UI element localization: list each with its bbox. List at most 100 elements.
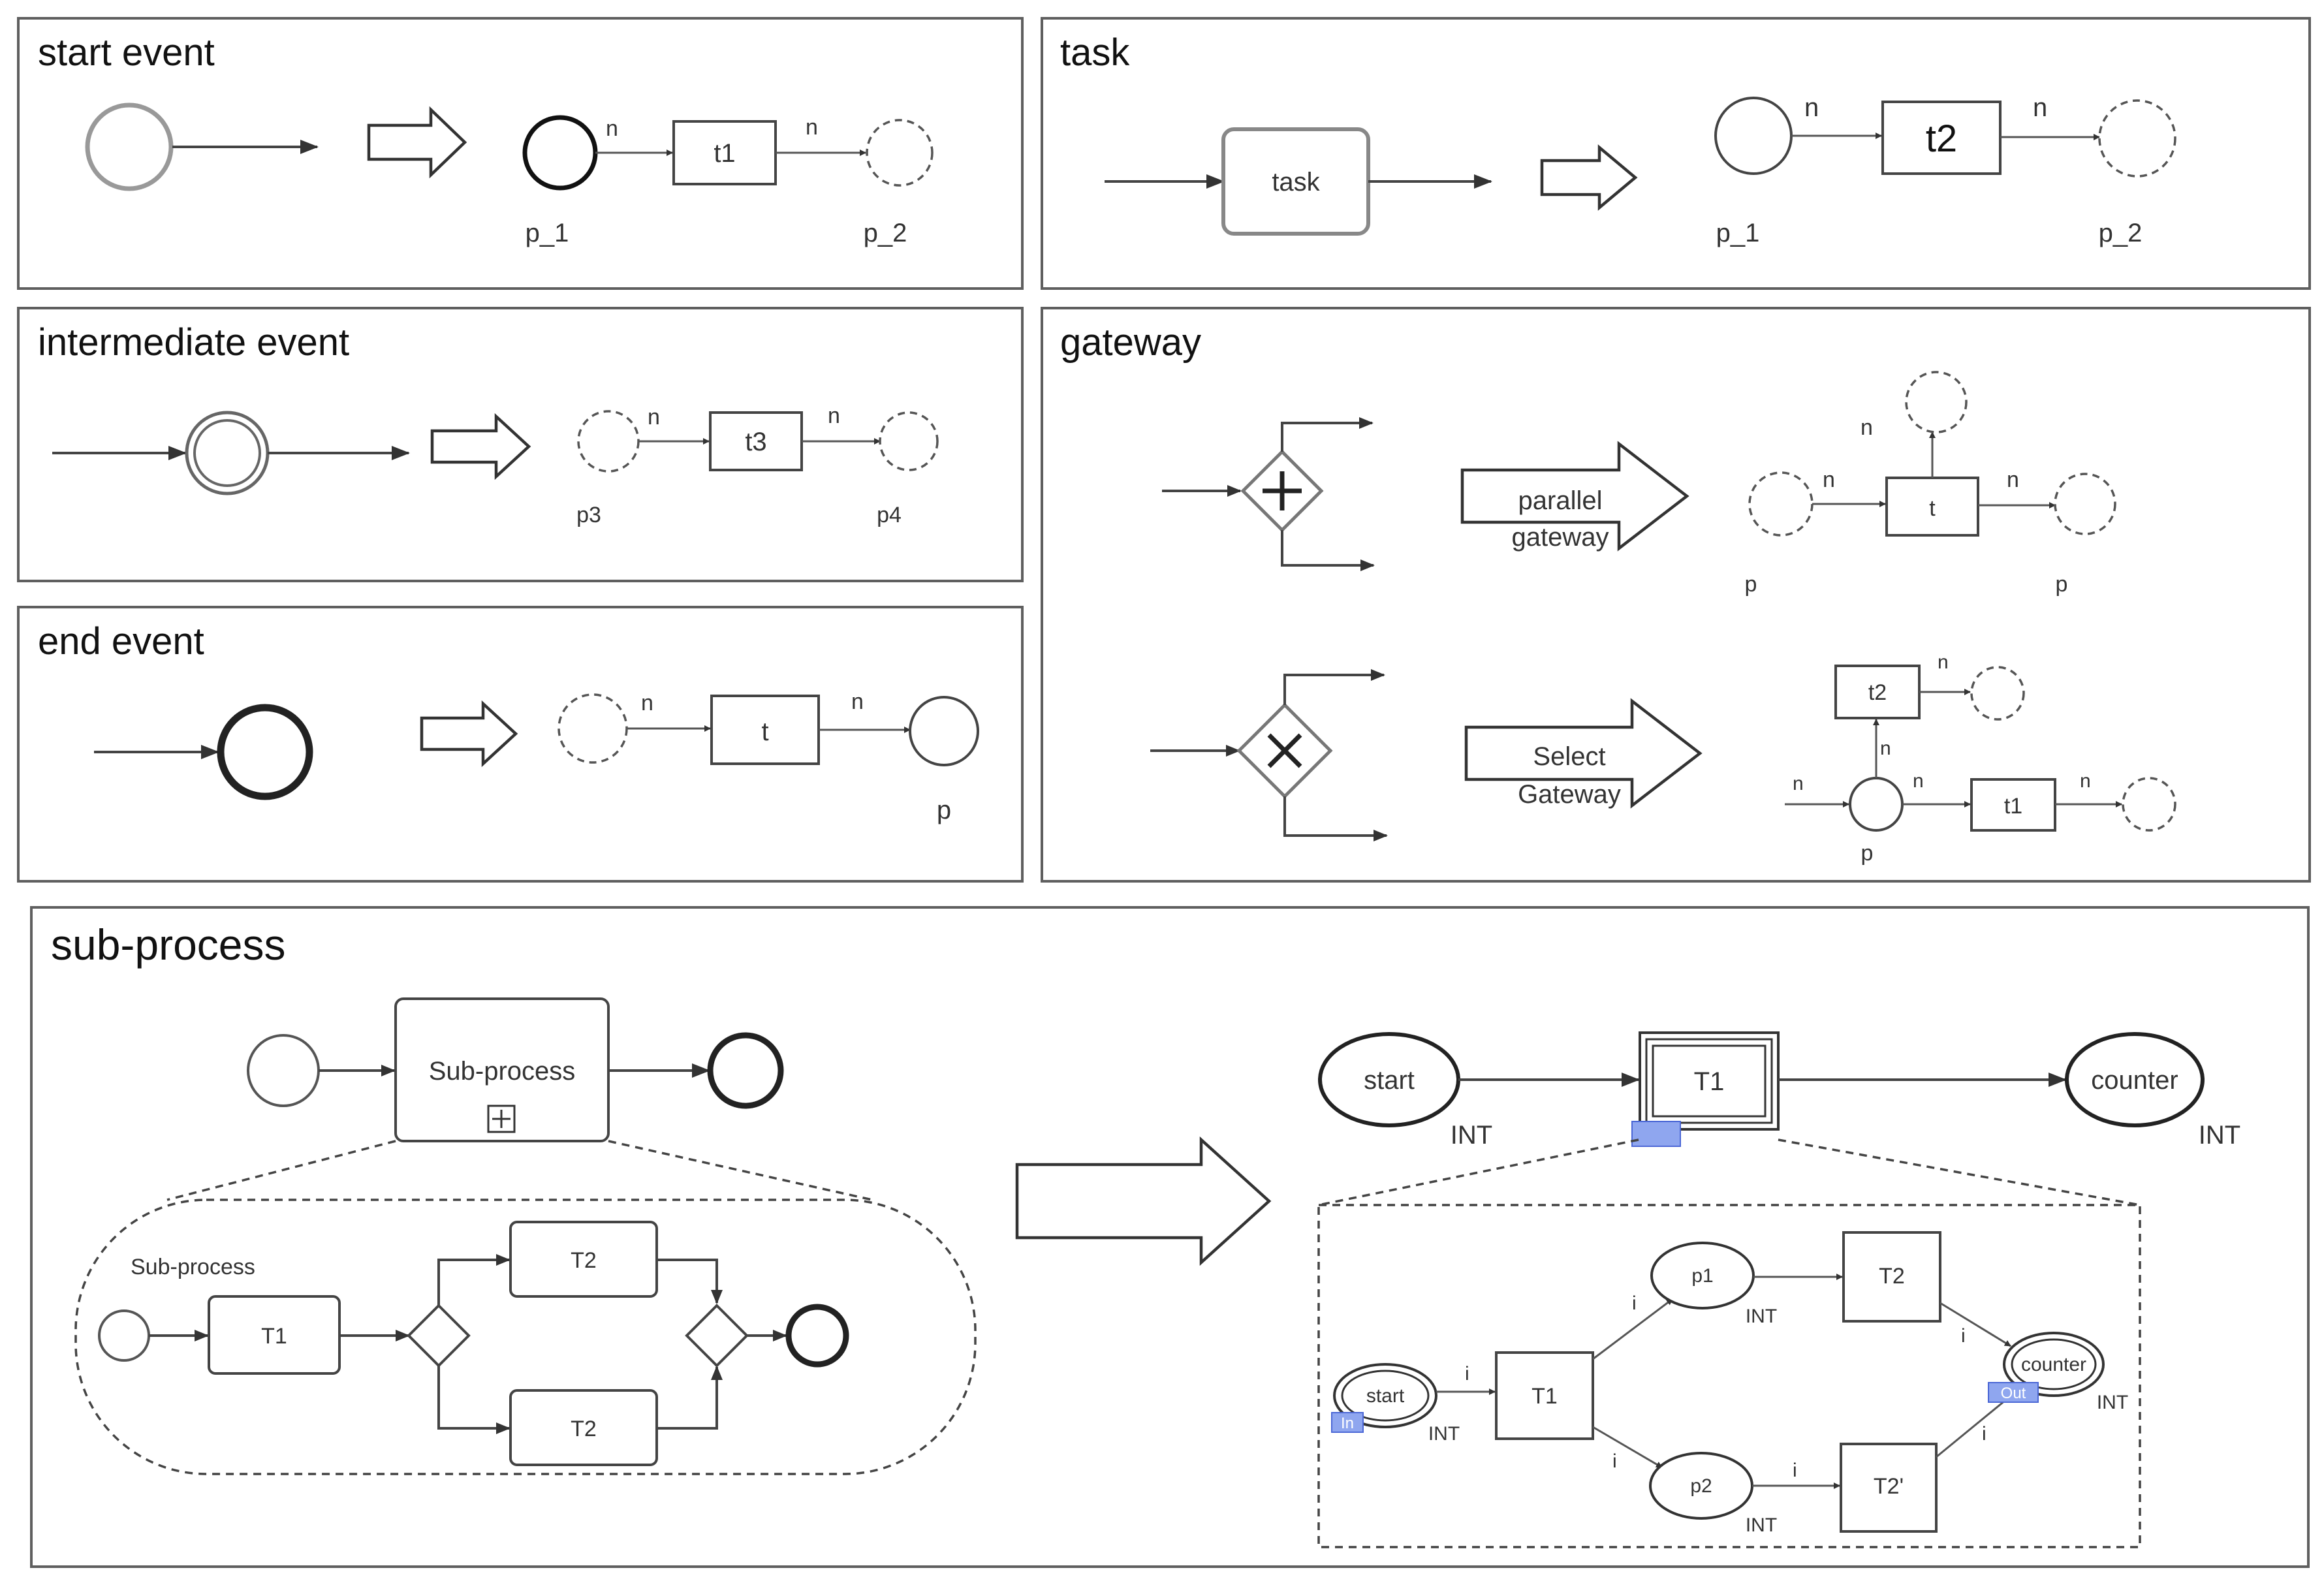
place-p1 (1714, 97, 1793, 175)
panel-gateway: gateway parallel gateway n t n n p p (1041, 307, 2311, 883)
cpn-transition-label: T1 (1694, 1067, 1725, 1096)
place-p1 (522, 115, 598, 191)
bpmn-start-event (98, 1309, 150, 1362)
arc-label: i (1961, 1325, 1966, 1347)
panel-sub-process: sub-process Sub-process Sub-process T1 T… (30, 906, 2310, 1568)
plus-icon (1263, 471, 1302, 510)
place-dashed (1970, 666, 2025, 721)
expanded-subprocess-label: Sub-process (131, 1255, 255, 1279)
cpn-place-counter (2065, 1032, 2205, 1127)
panel-task: task task n t2 n p_1 p_2 (1041, 17, 2311, 290)
place-p3 (577, 410, 640, 473)
transition-label: t1 (2004, 794, 2022, 819)
panel-title: end event (38, 620, 204, 663)
transform-arrow (1540, 144, 1638, 211)
cpn-place-label: counter (2091, 1066, 2178, 1095)
task-label: T2 (571, 1417, 597, 1441)
arc-label: i (1982, 1423, 1986, 1445)
place-p2 (2098, 99, 2176, 178)
arc-label: n (1793, 773, 1804, 794)
place-label: p_1 (526, 219, 569, 247)
place-label: p3 (576, 503, 601, 527)
transition-t1 (1970, 778, 2056, 832)
sequence-flow (1281, 530, 1375, 571)
arc-label: n (641, 691, 653, 715)
place-label: p4 (877, 503, 902, 527)
cpn-substitution-inner2 (1652, 1044, 1767, 1118)
cpn-place-start (1333, 1363, 1437, 1428)
task-label: T1 (261, 1324, 287, 1349)
cpn-type-label: INT (2097, 1392, 2128, 1413)
arc-label: n (1804, 93, 1819, 122)
sequence-flow (1283, 669, 1385, 705)
select-gateway-group: Select Gateway t2 n n n n t1 n p (1150, 651, 2176, 866)
cpn-substitution-inner (1645, 1038, 1773, 1124)
place-p (909, 696, 979, 766)
cpn-place-start-inner (1341, 1370, 1430, 1422)
bpmn-intermediate-event-inner (193, 419, 261, 487)
place-dashed (2122, 777, 2176, 832)
arrow-label: parallel (1518, 486, 1603, 515)
cpn-subpage-frame (1317, 1204, 2141, 1548)
place-dashed (557, 693, 628, 764)
place-label: p_2 (2099, 219, 2143, 247)
cpn-place-label: counter (2021, 1354, 2086, 1375)
cpn-type-label: INT (1428, 1423, 1460, 1445)
sequence-flow (437, 1366, 510, 1434)
cpn-place-counter (2003, 1332, 2105, 1397)
panel-title: gateway (1060, 321, 1201, 364)
cpn-type-label: INT (1451, 1121, 1492, 1150)
x-icon (1267, 733, 1302, 768)
zoom-line (608, 1140, 873, 1201)
arc-label: i (1465, 1363, 1469, 1385)
cpn-transition-label: T2 (1879, 1264, 1905, 1289)
bpmn-task-label: task (1272, 168, 1320, 196)
place-label: p (2056, 572, 2068, 597)
place-label: p (1861, 841, 1874, 866)
bpmn-end-event (785, 1304, 849, 1368)
sequence-flow (1281, 417, 1374, 452)
transition-label: t2 (1868, 680, 1887, 705)
cpn-transition-label: T2' (1874, 1474, 1904, 1499)
arc (1592, 1426, 1663, 1469)
arc-label: n (1861, 415, 1873, 440)
gateway-join (685, 1304, 749, 1368)
arc-label: i (1612, 1450, 1617, 1472)
transition-label: t (761, 717, 768, 746)
panel-frame (1041, 307, 2311, 883)
transform-arrow (1015, 1136, 1272, 1266)
out-tag (1988, 1382, 2039, 1403)
place-label: p_2 (864, 219, 907, 247)
cpn-transition-label: T1 (1531, 1384, 1558, 1409)
sequence-flow (657, 1259, 723, 1304)
panel-title: task (1060, 31, 1130, 74)
cpn-place-counter-inner (2011, 1338, 2097, 1390)
collapsed-subprocess-label: Sub-process (429, 1057, 576, 1086)
cpn-transition-T2-prime (1840, 1443, 1938, 1533)
arrow-label: Gateway (1518, 780, 1621, 809)
in-tag-label: In (1341, 1415, 1354, 1432)
arc-label: i (1632, 1293, 1637, 1314)
transition-label: t2 (1926, 118, 1957, 160)
arc-label: n (2080, 770, 2091, 792)
arc-label: n (806, 115, 818, 140)
arc-label: n (2007, 467, 2019, 492)
out-tag-label: Out (2001, 1385, 2026, 1402)
zoom-line (166, 1140, 396, 1201)
cpn-type-label: INT (2199, 1121, 2240, 1150)
arc-label: n (1938, 651, 1949, 673)
sequence-flow (657, 1366, 723, 1430)
transition-label: t (1929, 496, 1936, 521)
cpn-transition-T2 (1842, 1231, 1941, 1323)
arc-label: n (648, 405, 660, 430)
plus-icon (492, 1110, 510, 1128)
bpmn-end-event (217, 704, 313, 800)
panel-frame (17, 606, 1024, 883)
transition-label: t3 (745, 428, 766, 456)
panel-end-event: end event n t n p (17, 606, 1024, 883)
in-tag (1331, 1412, 1364, 1433)
arc-label: n (1880, 738, 1891, 759)
transition-t2 (1881, 101, 2002, 175)
place-label: p_1 (1716, 219, 1760, 247)
place-label: p (1745, 572, 1757, 597)
